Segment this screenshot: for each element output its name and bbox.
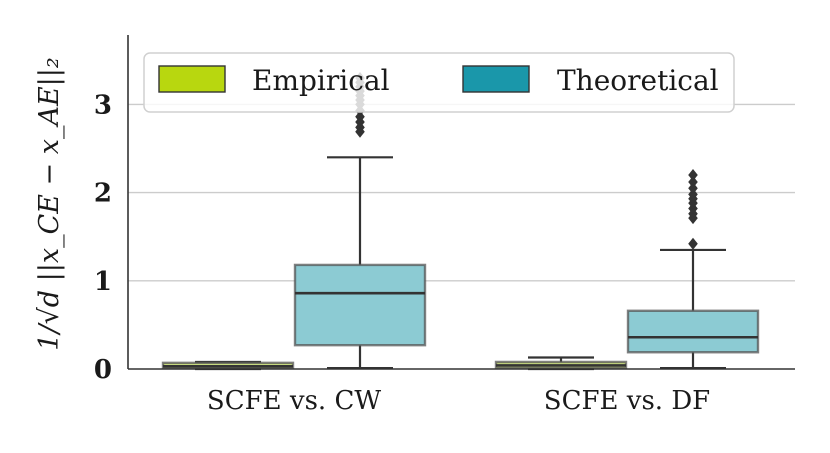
axes [127,35,795,370]
legend: Empirical Theoretical [143,52,735,113]
outlier-theoretical-2-9 [688,176,698,189]
x-tick-labels: SCFE vs. CW SCFE vs. DF [207,386,710,416]
y-tick-labels: 0 1 2 3 [94,90,112,385]
legend-swatch-empirical [158,65,226,93]
y-tick-label-2: 2 [94,179,112,209]
outlier-theoretical-2-10 [688,168,698,181]
box-plot-series [161,71,760,371]
outlier-theoretical-2-8 [688,182,698,195]
legend-box [143,52,735,113]
box-empirical-2 [494,356,628,371]
box-theoretical-2 [626,168,760,370]
y-tick-label-1: 1 [94,267,112,297]
y-axis-label-text: 1/√d ||x_CE − x_AE||₂ [34,57,65,350]
outlier-theoretical-1-4 [355,110,365,123]
legend-label-empirical: Empirical [252,64,390,97]
y-tick-label-3: 3 [94,90,112,120]
y-tick-label-0: 0 [94,355,112,385]
y-axis-label: 1/√d ||x_CE − x_AE||₂ [34,57,65,350]
box-empirical-1 [161,360,295,371]
box-theoretical-1 [293,71,427,370]
box-body-theoretical-1 [293,263,427,347]
legend-swatch-theoretical [462,65,530,93]
outlier-theoretical-2-7 [688,188,698,201]
box-body-theoretical-2 [626,309,760,354]
x-tick-label-1: SCFE vs. CW [207,386,381,416]
x-tick-label-2: SCFE vs. DF [544,386,710,416]
legend-label-theoretical: Theoretical [557,64,719,97]
outlier-theoretical-2-1 [688,237,698,250]
